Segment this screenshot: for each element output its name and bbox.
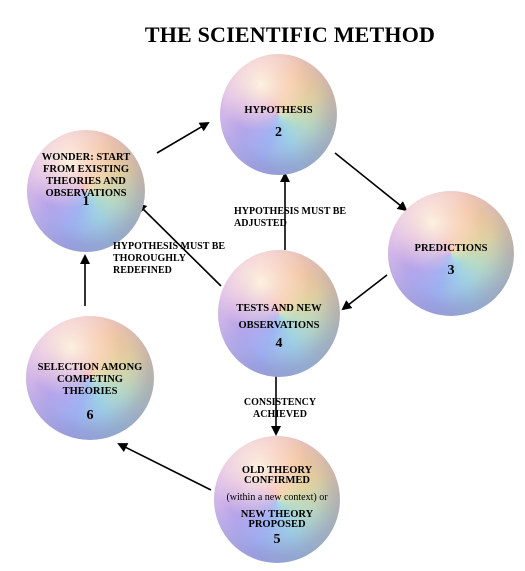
node-wonder: WONDER: START FROM EXISTING THEORIES AND…: [27, 130, 145, 252]
node-hypothesis-number: 2: [275, 125, 282, 140]
node-old-theory-label-bottom: NEW THEORY PROPOSED: [240, 509, 314, 530]
arrow-5-to-6: [117, 443, 212, 491]
node-predictions-number: 3: [447, 263, 455, 278]
node-old-theory-label-top: OLD THEORY CONFIRMED: [241, 465, 313, 486]
node-hypothesis: HYPOTHESIS 2: [220, 54, 337, 175]
node-tests: TESTS AND NEW OBSERVATIONS 4: [218, 250, 340, 377]
arrow-4-to-1: [136, 202, 222, 287]
node-selection-label: SELECTION AMONG COMPETING THEORIES: [37, 362, 143, 397]
edge-label-consistency: CONSISTENCY ACHIEVED: [243, 397, 317, 420]
node-tests-number: 4: [275, 336, 283, 351]
node-old-theory: OLD THEORY CONFIRMED (within a new conte…: [214, 436, 340, 563]
node-predictions: PREDICTIONS 3: [388, 191, 514, 316]
node-selection: SELECTION AMONG COMPETING THEORIES 6: [26, 316, 154, 440]
edge-label-redefined: HYPOTHESIS MUST BE THOROUGHLY REDEFINED: [113, 241, 226, 276]
node-predictions-label: PREDICTIONS: [414, 243, 488, 254]
arrow-3-to-4: [341, 274, 388, 311]
node-old-theory-number: 5: [273, 532, 281, 547]
node-old-theory-sub: (within a new context) or: [226, 492, 328, 503]
node-hypothesis-label: HYPOTHESIS: [244, 105, 313, 116]
edge-label-adjusted: HYPOTHESIS MUST BE ADJUSTED: [234, 206, 347, 229]
page-title: THE SCIENTIFIC METHOD: [144, 22, 436, 47]
node-selection-number: 6: [86, 408, 94, 423]
arrow-2-to-3: [334, 152, 408, 212]
node-wonder-number: 1: [82, 194, 90, 209]
node-tests-label: TESTS AND NEW OBSERVATIONS: [236, 303, 322, 331]
node-wonder-label: WONDER: START FROM EXISTING THEORIES AND…: [41, 152, 131, 199]
arrow-1-to-2: [156, 121, 210, 154]
